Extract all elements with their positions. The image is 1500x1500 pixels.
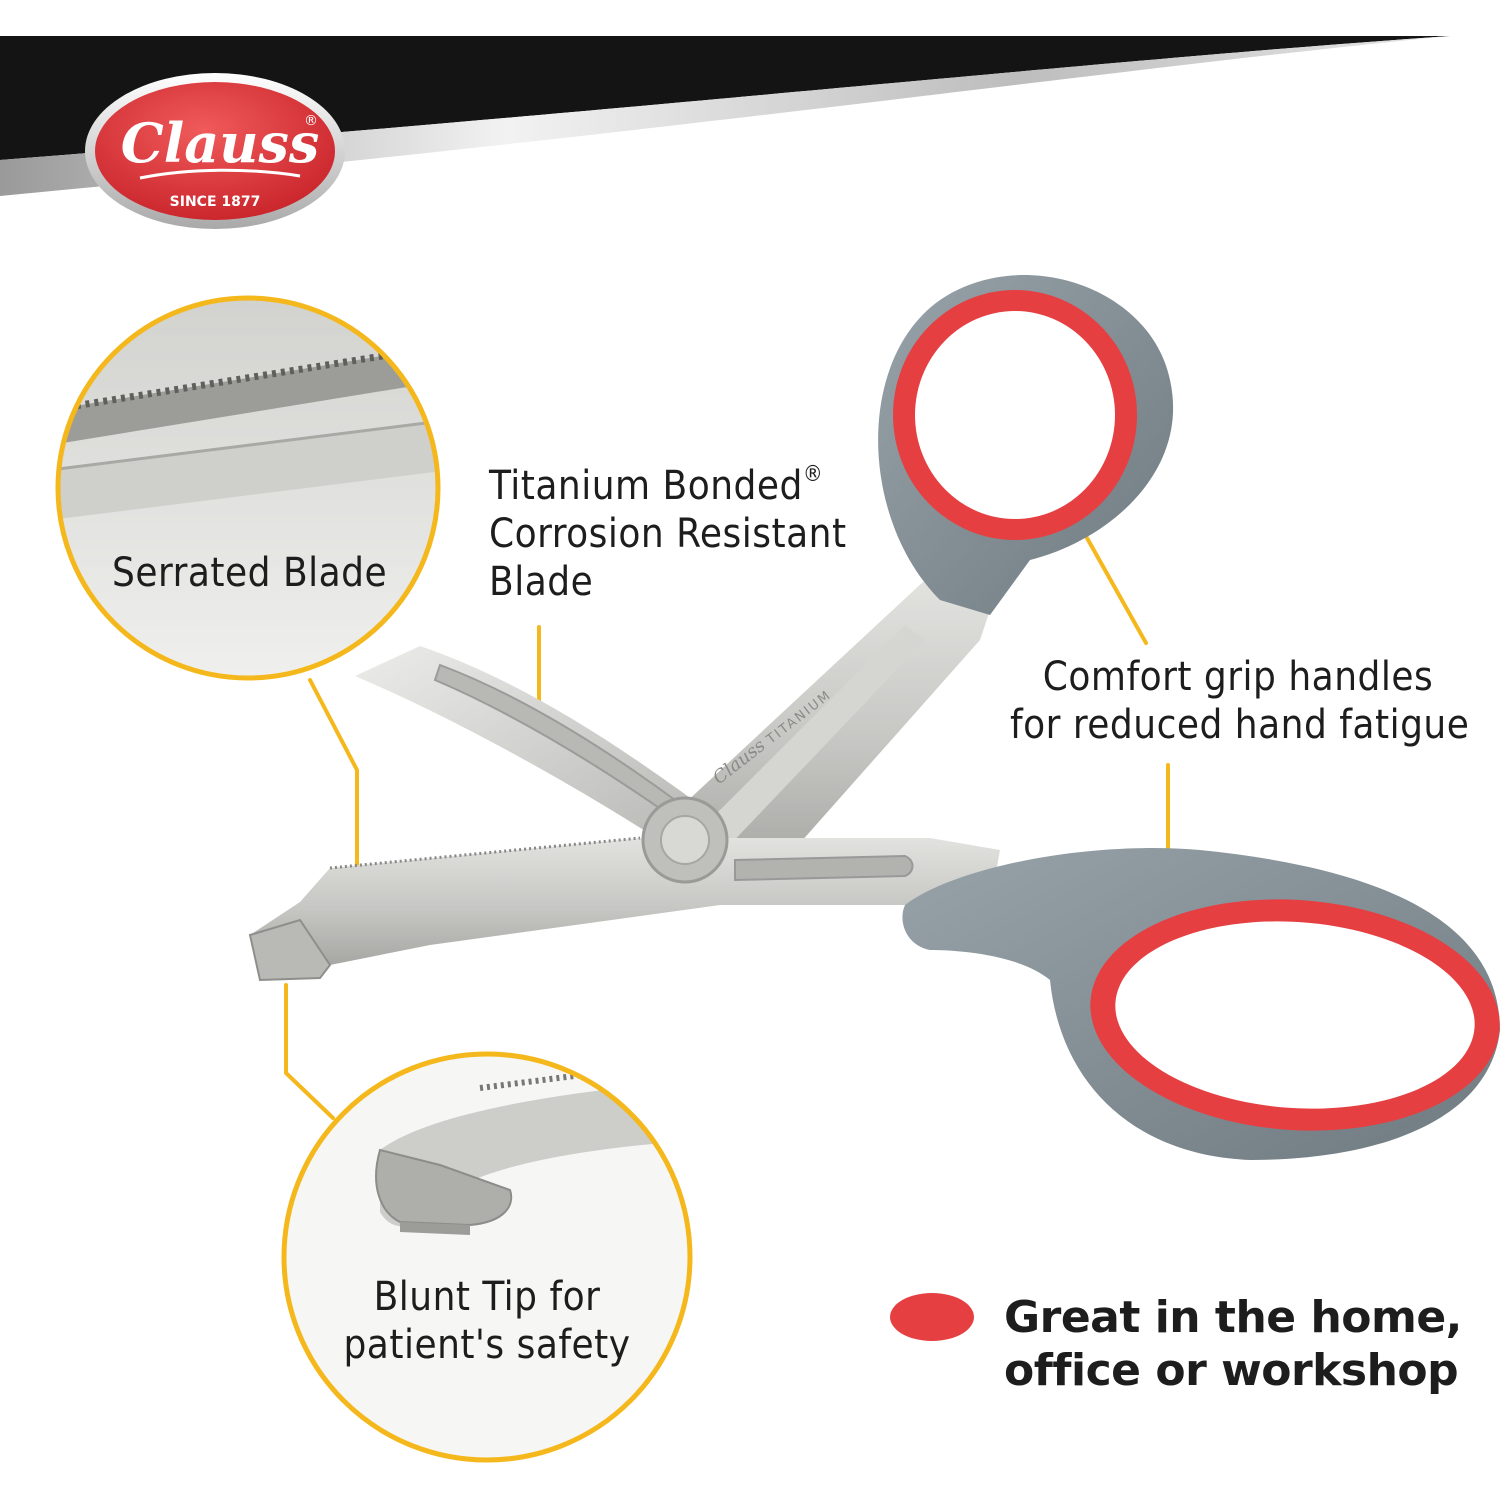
logo-registered-mark: ®: [304, 113, 318, 129]
blunt-tip: [248, 918, 332, 982]
grip-line-2: for reduced hand fatigue: [1010, 702, 1470, 748]
top-banner: [0, 36, 1450, 196]
banner-black: [0, 36, 1450, 160]
serrated-blade-label: Serrated Blade: [112, 550, 388, 596]
blunt-line-1: Blunt Tip for: [373, 1274, 601, 1320]
clauss-logo: Clauss ® SINCE 1877: [85, 73, 345, 229]
titanium-blade-label: Titanium Bonded® Corrosion Resistant Bla…: [489, 462, 847, 606]
blunt-connector: [284, 983, 335, 1120]
upper-blade: [355, 646, 720, 860]
feature-line-1: Great in the home,: [1004, 1292, 1462, 1343]
titanium-line-2: Corrosion Resistant: [489, 511, 847, 557]
blunt-line-2: patient's safety: [343, 1322, 631, 1368]
logo-wordmark: Clauss: [121, 111, 320, 175]
titanium-registered-mark: ®: [802, 462, 824, 487]
titanium-line-3: Blade: [489, 559, 594, 605]
logo-tagline: SINCE 1877: [170, 194, 261, 210]
grip-upper-connector: [1076, 520, 1148, 645]
comfort-grip-label: Comfort grip handles for reduced hand fa…: [1010, 653, 1470, 749]
serrated-edge: [329, 836, 641, 870]
grip-line-1: Comfort grip handles: [1042, 654, 1434, 700]
serrated-connector: [308, 678, 359, 887]
blunt-tip-label: Blunt Tip for patient's safety: [287, 1273, 687, 1369]
feature-line-2: office or workshop: [1004, 1344, 1459, 1396]
banner-silver-swoosh: [0, 36, 1450, 196]
titanium-line-1: Titanium Bonded®: [489, 462, 824, 509]
feature-text: Great in the home, office or workshop: [1004, 1292, 1462, 1398]
